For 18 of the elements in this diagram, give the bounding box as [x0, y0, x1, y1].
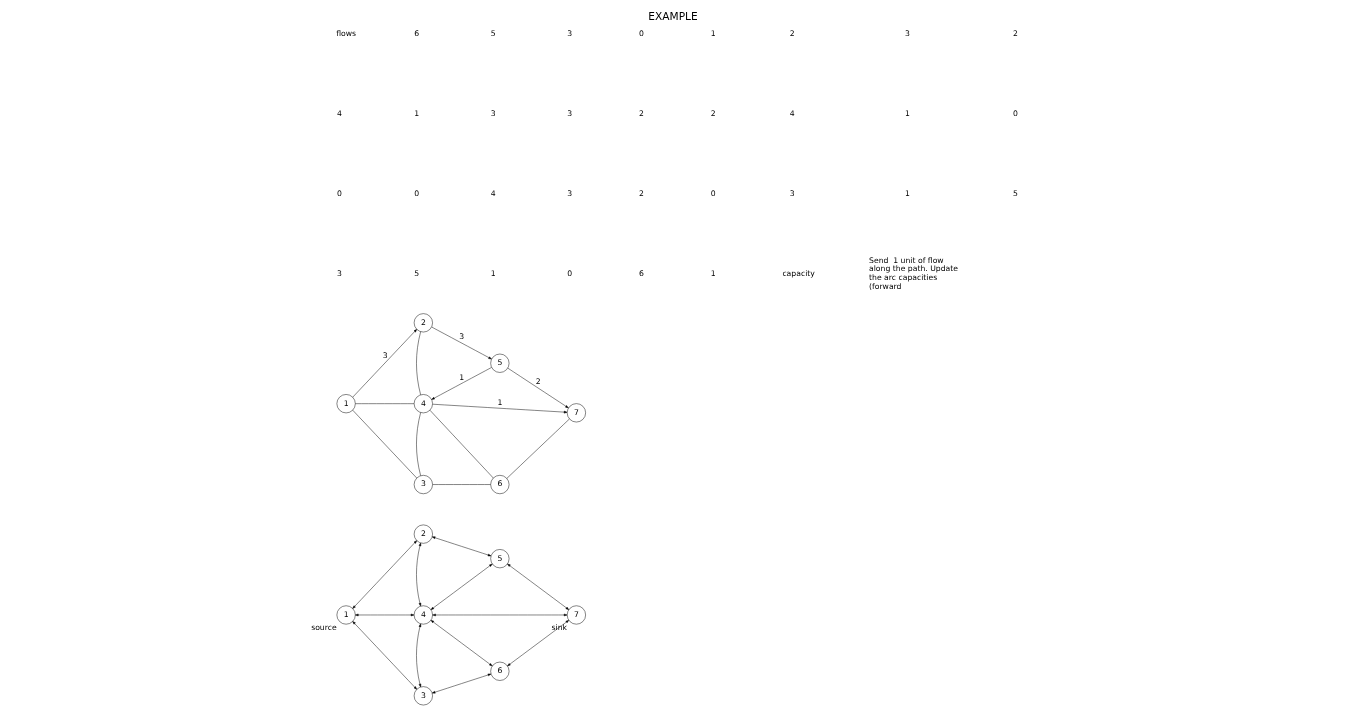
- arrow: [351, 540, 417, 609]
- arrow: [351, 621, 417, 690]
- arrow: [506, 563, 569, 610]
- arrow: [430, 563, 492, 610]
- arrow: [430, 367, 492, 400]
- arrow: [431, 673, 491, 694]
- arrow: [415, 542, 421, 607]
- arrow: [415, 623, 421, 688]
- arrow: [351, 329, 417, 398]
- arrow: [354, 613, 414, 617]
- arrow: [431, 613, 567, 617]
- arrow: [506, 620, 569, 667]
- diagram-title: EXAMPLE: [647, 10, 698, 23]
- arrow: [507, 367, 569, 409]
- arrow: [431, 536, 491, 557]
- arrow: [430, 326, 492, 360]
- arrow: [431, 403, 567, 414]
- arrow: [430, 620, 492, 667]
